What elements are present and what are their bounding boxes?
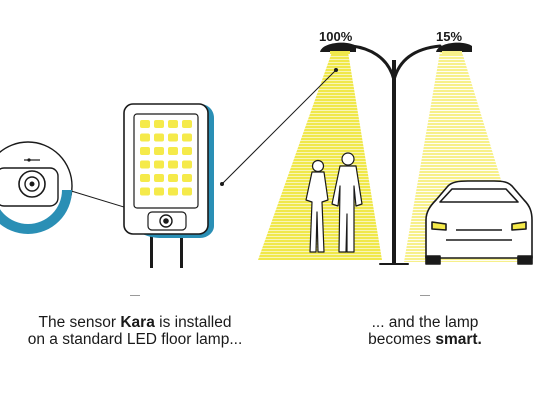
led-dot bbox=[154, 147, 164, 155]
pedestrians-icon bbox=[305, 152, 363, 253]
lamp-head-left-icon bbox=[320, 42, 356, 54]
brightness-label-full: 100% bbox=[319, 29, 353, 44]
led-dot bbox=[168, 174, 178, 182]
caption-right-line-1: ... and the lamp bbox=[371, 314, 479, 331]
led-dot bbox=[182, 120, 192, 128]
led-dot bbox=[140, 160, 150, 169]
led-dot bbox=[182, 147, 192, 155]
led-dot bbox=[168, 147, 178, 155]
smart-word: smart. bbox=[435, 331, 482, 348]
led-lamp-panel bbox=[123, 103, 214, 268]
led-dot bbox=[182, 187, 192, 196]
led-dot bbox=[168, 133, 178, 142]
led-dot bbox=[168, 120, 178, 128]
led-grid bbox=[140, 120, 192, 196]
car-icon bbox=[425, 180, 533, 265]
led-dot bbox=[168, 187, 178, 196]
divider-dash-right bbox=[420, 295, 430, 296]
caption-left: The sensor Kara is installed on a standa… bbox=[5, 314, 265, 348]
sensor-closeup-icon bbox=[0, 141, 73, 234]
street-lamp bbox=[350, 44, 442, 265]
led-dot bbox=[154, 174, 164, 182]
brightness-label-dimmed: 15% bbox=[436, 29, 463, 44]
led-dot bbox=[154, 120, 164, 128]
divider-dash-left bbox=[130, 295, 140, 296]
lamp-head-right-icon bbox=[436, 42, 472, 54]
caption-right-line-2: becomes smart. bbox=[368, 331, 482, 348]
sensor-name: Kara bbox=[120, 314, 155, 331]
led-dot bbox=[140, 120, 150, 128]
led-dot bbox=[182, 160, 192, 169]
led-dot bbox=[140, 147, 150, 155]
led-dot bbox=[140, 187, 150, 196]
led-dot bbox=[140, 133, 150, 142]
connector-line-lamp bbox=[221, 69, 337, 185]
caption-left-line-2: on a standard LED floor lamp... bbox=[27, 331, 243, 348]
led-dot bbox=[182, 133, 192, 142]
led-dot bbox=[154, 187, 164, 196]
led-dot bbox=[168, 160, 178, 169]
caption-right: ... and the lamp becomes smart. bbox=[335, 314, 515, 348]
led-dot bbox=[154, 133, 164, 142]
led-dot bbox=[140, 174, 150, 182]
led-dot bbox=[154, 160, 164, 169]
caption-left-line-1: The sensor Kara is installed bbox=[38, 314, 232, 331]
led-dot bbox=[182, 174, 192, 182]
